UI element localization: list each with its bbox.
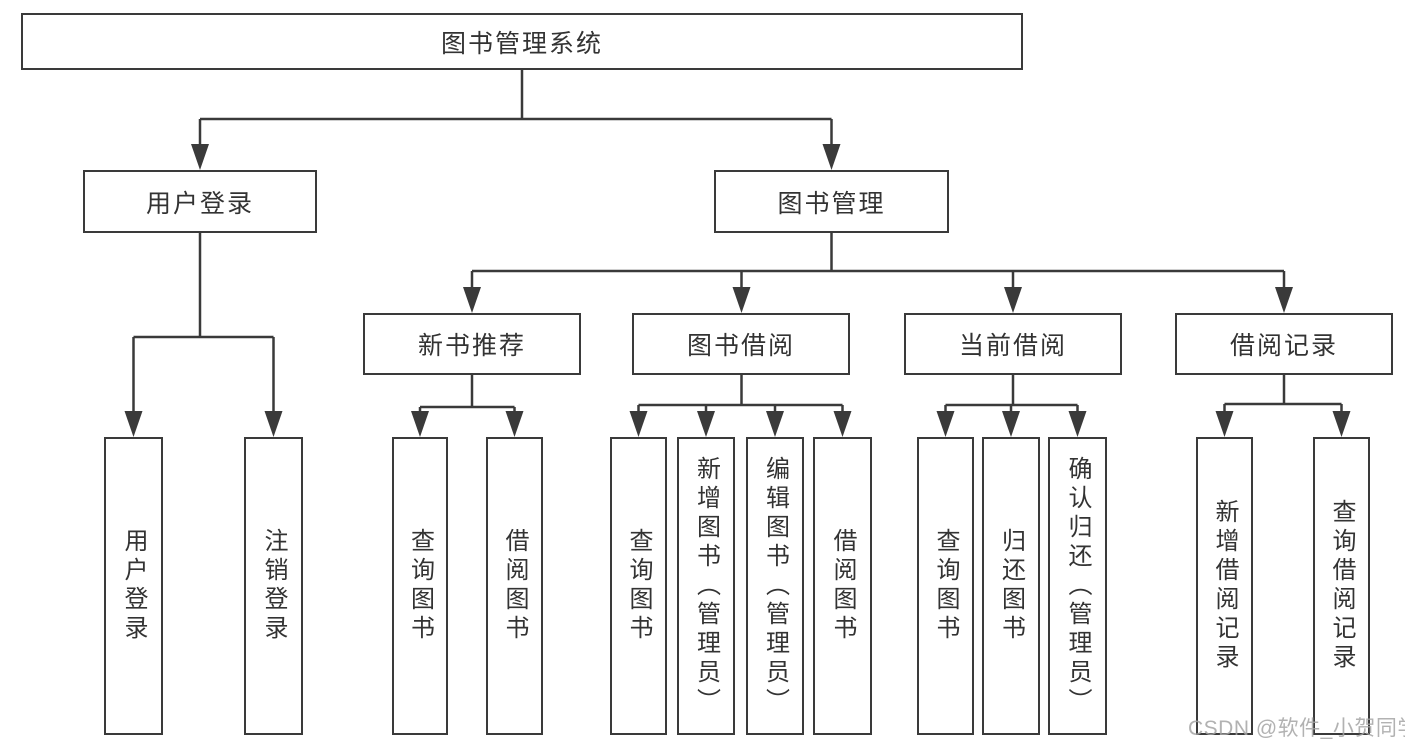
node-current-borrow: 当前借阅 <box>904 313 1122 375</box>
leaf-query-book-recommend-label: 查询图书 <box>406 528 434 644</box>
node-user-login-label: 用户登录 <box>145 189 254 218</box>
leaf-query-book-borrow-label: 查询图书 <box>625 528 652 644</box>
node-root: 图书管理系统 <box>21 13 1023 70</box>
node-new-book-recommend-label: 新书推荐 <box>417 332 526 360</box>
node-borrow-records: 借阅记录 <box>1175 313 1393 375</box>
leaf-add-book-admin: 新增图书（管理员） <box>677 437 735 735</box>
node-book-borrow: 图书借阅 <box>632 313 850 375</box>
leaf-query-book-recommend: 查询图书 <box>392 437 448 735</box>
leaf-query-book-borrow: 查询图书 <box>610 437 667 735</box>
arrowheads <box>124 144 1351 437</box>
leaf-user-login-label: 用户登录 <box>120 528 147 644</box>
watermark: CSDN @软件_小贺同学 <box>1188 717 1405 740</box>
leaf-edit-book-admin: 编辑图书（管理员） <box>746 437 804 735</box>
node-borrow-records-label: 借阅记录 <box>1229 332 1338 360</box>
leaf-return-book-label: 归还图书 <box>997 528 1025 644</box>
leaf-query-borrow-record-label: 查询借阅记录 <box>1328 499 1355 673</box>
node-new-book-recommend: 新书推荐 <box>363 313 581 375</box>
leaf-query-borrow-record: 查询借阅记录 <box>1313 437 1370 735</box>
leaf-borrow-book-recommend: 借阅图书 <box>486 437 543 735</box>
leaf-query-book-current-label: 查询图书 <box>932 528 959 644</box>
leaf-borrow-book-borrow-label: 借阅图书 <box>829 528 856 644</box>
node-current-borrow-label: 当前借阅 <box>958 332 1067 360</box>
leaf-add-borrow-record: 新增借阅记录 <box>1196 437 1253 735</box>
leaf-logout-label: 注销登录 <box>260 528 287 644</box>
node-book-management-label: 图书管理 <box>777 189 886 218</box>
node-user-login: 用户登录 <box>83 170 317 233</box>
leaf-logout: 注销登录 <box>244 437 303 735</box>
leaf-return-book: 归还图书 <box>982 437 1040 735</box>
leaf-edit-book-admin-label: 编辑图书（管理员） <box>761 455 789 717</box>
leaf-borrow-book-recommend-label: 借阅图书 <box>501 528 528 644</box>
node-book-management: 图书管理 <box>714 170 949 233</box>
leaf-borrow-book-borrow: 借阅图书 <box>813 437 872 735</box>
leaf-confirm-return-admin: 确认归还（管理员） <box>1048 437 1107 735</box>
node-book-borrow-label: 图书借阅 <box>686 332 795 360</box>
leaf-user-login: 用户登录 <box>104 437 163 735</box>
leaf-add-borrow-record-label: 新增借阅记录 <box>1211 499 1238 673</box>
leaf-confirm-return-admin-label: 确认归还（管理员） <box>1064 455 1091 717</box>
node-root-label: 图书管理系统 <box>440 29 603 58</box>
leaf-add-book-admin-label: 新增图书（管理员） <box>692 455 720 717</box>
leaf-query-book-current: 查询图书 <box>917 437 974 735</box>
